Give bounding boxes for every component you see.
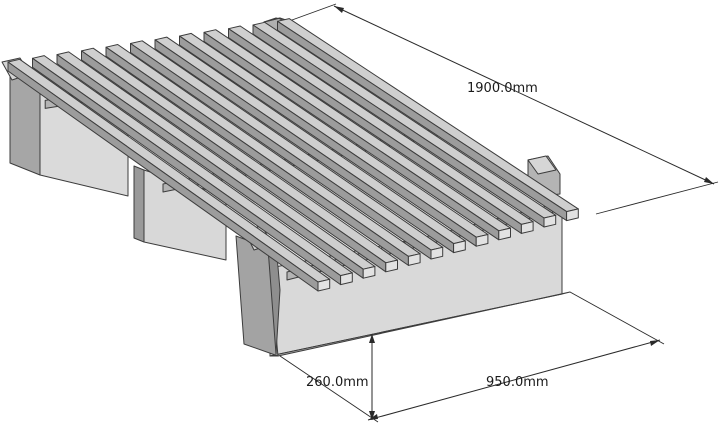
slat-end-face	[362, 266, 376, 279]
slat	[32, 55, 353, 286]
near-right-post-side	[527, 155, 557, 175]
slat-end-face	[566, 208, 579, 222]
dimension-width: 950.0mm	[279, 291, 665, 423]
slat-end-face	[453, 240, 466, 254]
slat	[277, 18, 579, 222]
slat-end-face	[543, 214, 557, 228]
slat-end-face	[430, 246, 444, 260]
slat-end-face	[407, 253, 421, 266]
slat	[252, 21, 557, 228]
dimension-height: 260.0mm	[306, 334, 375, 420]
slat	[105, 44, 421, 266]
middle-leg-front	[133, 165, 145, 243]
slat	[179, 32, 489, 247]
dimension-length: 1900.0mm	[291, 3, 719, 215]
slat-end-face	[317, 278, 331, 292]
length-dimension-label: 1900.0mm	[467, 81, 538, 96]
slat	[130, 40, 444, 260]
width-dimension-label: 950.0mm	[486, 375, 549, 390]
slat-end-face	[340, 272, 353, 286]
slat-group	[7, 18, 579, 292]
slat	[81, 47, 398, 273]
slat-end-face	[520, 221, 534, 234]
height-dimension-label: 260.0mm	[306, 375, 369, 390]
slat-end-face	[498, 227, 511, 241]
slat	[7, 58, 331, 292]
slat-end-face	[385, 259, 398, 273]
slat	[203, 29, 511, 241]
slat	[56, 51, 376, 279]
slat-end-face	[475, 234, 489, 247]
slat	[228, 25, 534, 234]
slat	[154, 36, 466, 254]
